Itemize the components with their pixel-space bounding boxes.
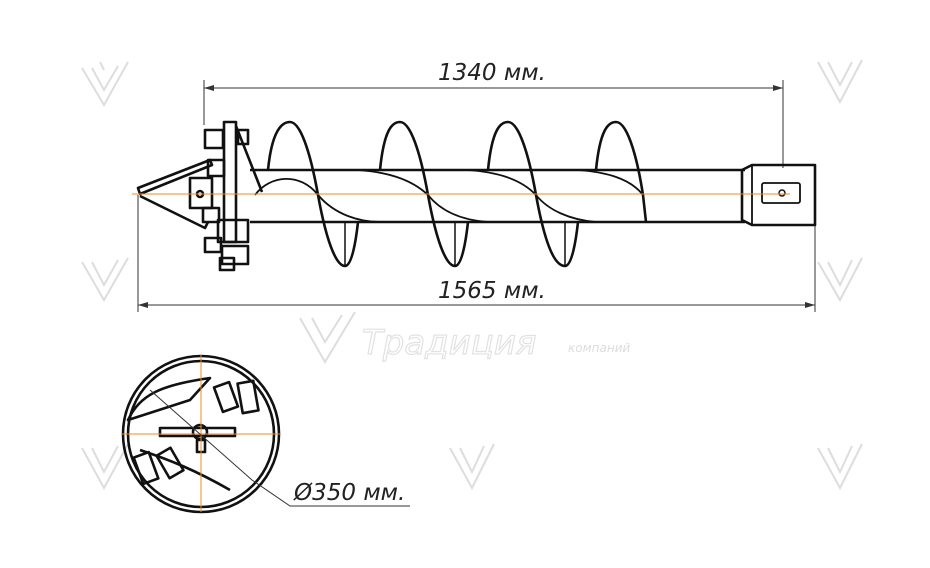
watermark-logo — [81, 443, 129, 491]
watermark-logo — [299, 311, 356, 364]
dimension-line-1565 — [138, 302, 815, 308]
watermark-logo — [817, 59, 863, 105]
watermark-text: Традиция — [362, 323, 536, 363]
watermark-logo — [449, 443, 495, 491]
watermark-logos: Традиция компаний — [81, 59, 863, 491]
cutting-head — [136, 120, 264, 272]
cutter-teeth — [132, 379, 260, 486]
end-view — [121, 354, 410, 514]
dimension-label-total-length: 1565 мм. — [438, 278, 546, 304]
watermark-logo — [817, 443, 863, 491]
dimension-label-diameter: Ø350 мм. — [293, 480, 405, 506]
watermark-logo — [817, 257, 863, 303]
diameter-leader-line — [149, 389, 410, 507]
dimension-label-working-length: 1340 мм. — [438, 60, 546, 86]
auger-flights — [254, 120, 648, 268]
watermark-logo — [81, 61, 129, 108]
watermark-text-small: компаний — [568, 341, 630, 355]
auger-shaft — [250, 168, 745, 224]
dimension-line-1340 — [204, 85, 783, 91]
shaft-coupling — [740, 163, 817, 227]
watermark-logo — [81, 257, 129, 303]
